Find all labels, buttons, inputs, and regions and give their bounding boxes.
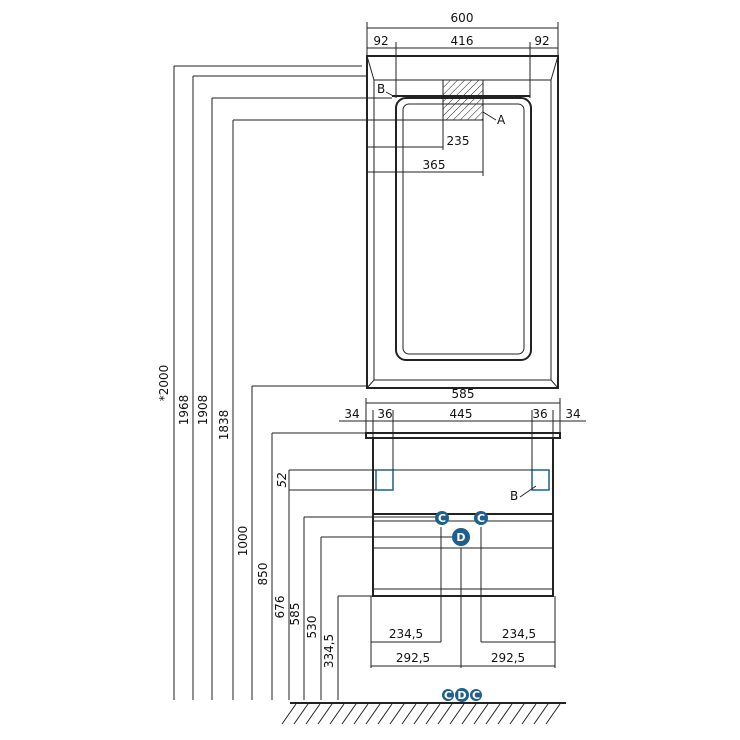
floor-hatch-line bbox=[497, 703, 513, 725]
dim-height-676: 676 bbox=[273, 596, 287, 619]
floor-hatch-line bbox=[509, 703, 525, 725]
dim-mirror-inner-width: 416 bbox=[451, 34, 474, 48]
floor-hatch-line bbox=[449, 703, 465, 725]
dim-mirror-right-margin: 92 bbox=[534, 34, 549, 48]
cabinet-dimensions: 585 34 36 445 36 34 B bbox=[339, 387, 586, 503]
dim-cabinet-inset-left: 36 bbox=[377, 407, 392, 421]
dim-cabinet-inner-width: 445 bbox=[450, 407, 473, 421]
label-b-cabinet: B bbox=[510, 489, 518, 503]
floor-hatch-line bbox=[437, 703, 453, 725]
marker-d bbox=[452, 528, 470, 546]
floor-hatch-line bbox=[353, 703, 369, 725]
floor-hatch-line bbox=[521, 703, 537, 725]
svg-text:C: C bbox=[438, 512, 446, 525]
dim-height-1968: 1968 bbox=[177, 395, 191, 426]
floor-hatch-line bbox=[545, 703, 561, 725]
floor-hatch-line bbox=[341, 703, 357, 725]
floor-hatch-line bbox=[377, 703, 393, 725]
floor-hatch-line bbox=[461, 703, 477, 725]
floor-hatch-line bbox=[305, 703, 321, 725]
svg-text:C: C bbox=[472, 689, 480, 702]
mirror-dimensions: 600 92 416 92 235 365 B A bbox=[366, 11, 559, 176]
floor-hatching bbox=[281, 703, 561, 725]
legend-c-right bbox=[470, 689, 482, 701]
floor-hatch-line bbox=[533, 703, 549, 725]
dim-light-width: 365 bbox=[423, 158, 446, 172]
floor-hatch-line bbox=[329, 703, 345, 725]
dim-half-right: 292,5 bbox=[491, 651, 525, 665]
dim-cabinet-inset-right: 36 bbox=[532, 407, 547, 421]
dim-half-left: 292,5 bbox=[396, 651, 430, 665]
cabinet bbox=[365, 432, 561, 597]
dim-cabinet-width: 585 bbox=[452, 387, 475, 401]
height-dimensions: *2000 1968 1908 1838 1000 850 52 676 585 bbox=[157, 65, 454, 700]
dim-height-850: 850 bbox=[256, 563, 270, 586]
dim-half-inner-left: 234,5 bbox=[389, 627, 423, 641]
floor bbox=[281, 702, 566, 725]
floor-hatch-line bbox=[485, 703, 501, 725]
floor-hatch-line bbox=[413, 703, 429, 725]
label-a: A bbox=[497, 113, 506, 127]
dim-height-1908: 1908 bbox=[196, 395, 210, 426]
dim-height-585: 585 bbox=[288, 603, 302, 626]
dim-half-inner-right: 234,5 bbox=[502, 627, 536, 641]
marker-c-left bbox=[435, 511, 449, 525]
floor-hatch-line bbox=[293, 703, 309, 725]
label-b-mirror: B bbox=[377, 82, 385, 96]
legend-d bbox=[455, 688, 469, 702]
dim-height-530: 530 bbox=[305, 616, 319, 639]
marker-c-right bbox=[474, 511, 488, 525]
connection-markers: C C D C D C bbox=[435, 511, 488, 702]
floor-hatch-line bbox=[281, 703, 297, 725]
svg-text:D: D bbox=[456, 531, 465, 544]
svg-text:C: C bbox=[444, 689, 452, 702]
dim-light-offset: 235 bbox=[447, 134, 470, 148]
socket-zone-a bbox=[442, 79, 484, 121]
floor-hatch-line bbox=[425, 703, 441, 725]
dim-height-1838: 1838 bbox=[217, 410, 231, 441]
cabinet-mount-right bbox=[531, 469, 550, 491]
svg-text:C: C bbox=[477, 512, 485, 525]
floor-hatch-line bbox=[473, 703, 489, 725]
dim-height-1000: 1000 bbox=[236, 526, 250, 557]
dim-height-2000: *2000 bbox=[157, 365, 171, 402]
legend-c-left bbox=[442, 689, 454, 701]
dim-cabinet-edge-right: 34 bbox=[565, 407, 580, 421]
floor-hatch-line bbox=[365, 703, 381, 725]
cabinet-bottom-dimensions: 234,5 234,5 292,5 292,5 bbox=[370, 527, 556, 668]
svg-text:D: D bbox=[457, 689, 466, 702]
dim-height-334-5: 334,5 bbox=[322, 634, 336, 668]
mirror-outer-frame bbox=[366, 55, 559, 389]
dim-mirror-width: 600 bbox=[451, 11, 474, 25]
floor-hatch-line bbox=[389, 703, 405, 725]
mirror bbox=[366, 55, 559, 389]
dim-height-52: 52 bbox=[275, 472, 289, 487]
dim-cabinet-edge-left: 34 bbox=[344, 407, 359, 421]
cabinet-mount-left bbox=[375, 469, 394, 491]
floor-hatch-line bbox=[317, 703, 333, 725]
dim-mirror-left-margin: 92 bbox=[373, 34, 388, 48]
floor-hatch-line bbox=[401, 703, 417, 725]
